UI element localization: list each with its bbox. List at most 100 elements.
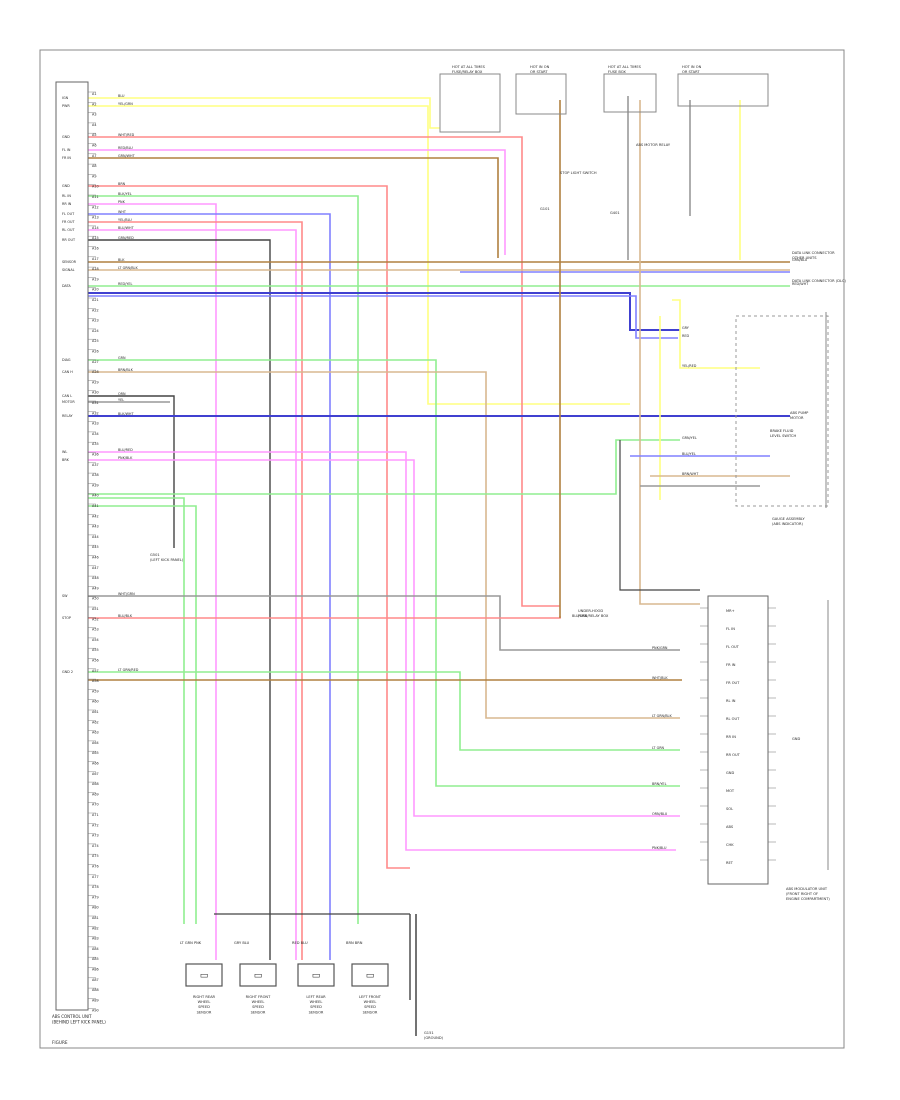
switch-label: STOP LIGHT SWITCH <box>560 171 597 175</box>
fuse-box-3 <box>603 73 657 113</box>
bottom-ground-label: (GROUND) <box>424 1036 444 1040</box>
ecu-pin-number: A10 <box>92 185 99 189</box>
modulator-pin-label: RL OUT <box>726 717 740 721</box>
ecu-pin-number: A35 <box>92 442 99 446</box>
sensor-icon: ▭ <box>200 971 209 981</box>
ecu-pin-number: A19 <box>92 277 99 281</box>
ecu-pin-number: A41 <box>92 504 99 508</box>
ecu-pin-number: A53 <box>92 628 99 632</box>
sensor-wire-label: RED BLU <box>292 941 308 945</box>
wire-color-label: GRN/RED <box>118 236 134 240</box>
modulator-pin-label: MR+ <box>726 609 735 613</box>
ecu-pin-number: A32 <box>92 411 99 415</box>
sensor-label: SENSOR <box>363 1010 378 1014</box>
wire-tan-vert <box>639 100 700 605</box>
label-layer: A1A2A3A4A5A6A7A8A9A10A11A12A13A14A15A16A… <box>52 65 846 1045</box>
kick-ground-label: G501 <box>150 553 160 557</box>
ecu-pin-number: A90 <box>92 1009 99 1013</box>
wire-pink-sensor <box>88 203 217 960</box>
sensor-label: SENSOR <box>197 1010 212 1014</box>
wire-color-label: BRN/YEL <box>652 782 667 786</box>
ecu-pin-number: A24 <box>92 329 99 333</box>
ecu-pin-label: CAN H <box>62 370 73 374</box>
ecu-pin-number: A77 <box>92 875 99 879</box>
ecu-pin-label: FR IN <box>62 156 71 160</box>
ecu-pin-label: DATA <box>62 284 71 288</box>
wire-color-label: RED/BLU <box>118 146 133 150</box>
ecu-pin-label: RELAY <box>62 414 74 418</box>
modulator-pin-label: ABS <box>726 825 734 829</box>
sensor-label: SPEED <box>310 1005 322 1009</box>
modulator-ground-label: GND <box>792 737 800 741</box>
ecu-label: ABS CONTROL UNIT <box>52 1014 92 1019</box>
modulator-label: (FRONT RIGHT OF <box>786 892 818 896</box>
ecu-pin-number: A82 <box>92 926 99 930</box>
wire-tan-mod <box>88 371 680 719</box>
ecu-pin-number: A69 <box>92 792 99 796</box>
ecu-pin-number: A63 <box>92 731 99 735</box>
ecu-pin-label: DIAG <box>62 358 71 362</box>
wire-pink-mod2 <box>88 459 680 817</box>
ecu-pin-number: A23 <box>92 319 99 323</box>
sensor-label: SPEED <box>198 1005 210 1009</box>
sensor-label: WHEEL <box>198 1000 211 1004</box>
ecu-pin-label: FR OUT <box>62 220 76 224</box>
ecu-pin-label: MOTOR <box>62 400 75 404</box>
wire-color-label: YEL/GRN <box>118 102 133 106</box>
wire-color-label: BRN/BLK <box>118 368 134 372</box>
ecu-pin-number: A9 <box>92 174 96 178</box>
ecu-pin-number: A26 <box>92 350 99 354</box>
ecu-pin-number: A79 <box>92 895 99 899</box>
sensor-icon: ▭ <box>312 971 321 981</box>
wire-blk-ground <box>88 395 175 548</box>
ecu-pin-number: A66 <box>92 762 99 766</box>
wire-color-label: PNK/GRN <box>652 646 668 650</box>
ecu-pin-number: A42 <box>92 514 99 518</box>
ecu-pin-number: A72 <box>92 823 99 827</box>
sensor-wire-label: BRN BRN <box>346 941 363 945</box>
ecu-pin-number: A44 <box>92 535 99 539</box>
junction-label: HOT IN ON <box>682 65 702 69</box>
wire-pink-sensor2 <box>88 229 297 960</box>
ecu-pin-label: FL IN <box>62 148 71 152</box>
sensor-label: RIGHT REAR <box>193 995 216 999</box>
junction-label: HOT IN ON <box>530 65 550 69</box>
wire-color-label: BLU/RED <box>118 448 133 452</box>
sensor-label: LEFT FRONT <box>359 995 382 999</box>
wire-blk-sensor <box>88 239 271 960</box>
junction-label: FUSE BOX <box>608 70 626 74</box>
sensor-label: SENSOR <box>309 1010 324 1014</box>
wire-color-label: GRN <box>118 356 126 360</box>
wire-red-sensor2 <box>88 221 303 960</box>
sensor-label: SENSOR <box>251 1010 266 1014</box>
sensor-label: WHEEL <box>252 1000 265 1004</box>
ecu-pin-number: A81 <box>92 916 99 920</box>
modulator-pin-label: RR OUT <box>726 753 741 757</box>
ecu-pin-number: A38 <box>92 473 99 477</box>
module-layer <box>55 73 829 1036</box>
cluster-label: GAUGE ASSEMBLY <box>772 517 805 521</box>
gauge-box <box>735 315 829 507</box>
ecu-pin-label: IGN <box>62 96 69 100</box>
sensor-right-rear <box>185 963 223 987</box>
ecu-pin-number: A17 <box>92 257 99 261</box>
ecu-pin-number: A15 <box>92 236 99 240</box>
wire-color-label: BLK/YEL <box>118 192 132 196</box>
ecu-pin-number: A71 <box>92 813 99 817</box>
junction-label: OR START <box>530 70 548 74</box>
ecu-pin-number: A80 <box>92 906 99 910</box>
modulator-pin-label: SOL <box>726 807 733 811</box>
junction-label: HOT AT ALL TIMES <box>608 65 642 69</box>
ecu-pin-label: SW <box>62 594 68 598</box>
ecu-pin-number: A21 <box>92 298 99 302</box>
ecu-pin-number: A54 <box>92 638 99 642</box>
ecu-pin-number: A33 <box>92 422 99 426</box>
wire-pink-mod <box>88 451 676 851</box>
ecu-pin-number: A59 <box>92 689 99 693</box>
wire-color-label: YEL/BLU <box>118 218 132 222</box>
modulator-label: ENGINE COMPARTMENT) <box>786 897 830 901</box>
sensor-wire-label: LT GRN PNK <box>180 941 202 945</box>
sensor-label: SPEED <box>252 1005 264 1009</box>
wire-grn-sensor <box>88 195 359 924</box>
